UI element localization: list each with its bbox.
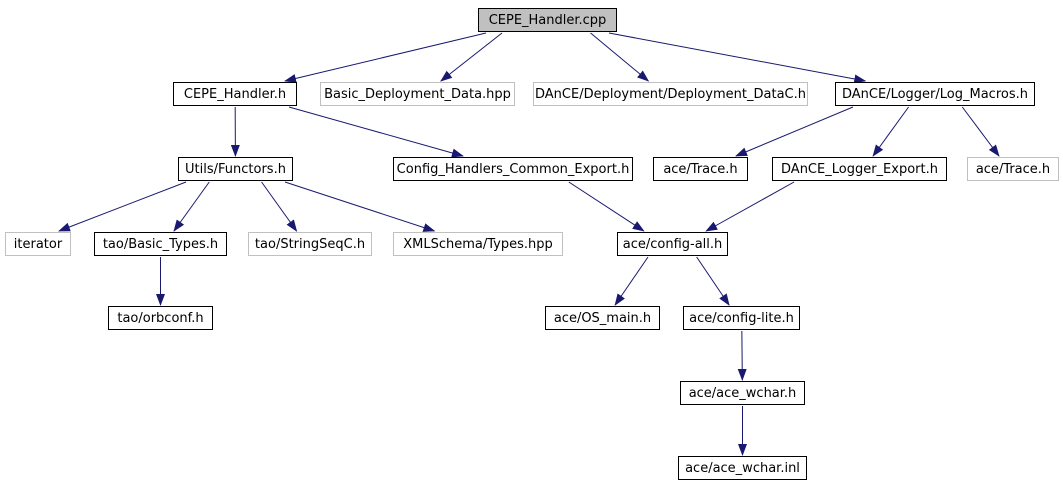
edge-cepe_handler_h-to-config_handlers_export xyxy=(288,106,464,158)
graph-node-iterator: iterator xyxy=(5,232,71,256)
graph-node-ace_trace_right: ace/Trace.h xyxy=(967,157,1059,181)
graph-node-ace_trace_left[interactable]: ace/Trace.h xyxy=(653,157,748,181)
graph-node-tao_stringseqc: tao/StringSeqC.h xyxy=(248,232,372,256)
edge-cepe_handler_cpp-to-log_macros xyxy=(608,32,867,84)
edge-dance_logger_export-to-ace_config_all xyxy=(705,181,795,232)
edge-config_handlers_export-to-ace_config_all xyxy=(568,181,645,232)
edge-utils_functors-to-iterator xyxy=(58,181,187,232)
graph-node-basic_deployment_data: Basic_Deployment_Data.hpp xyxy=(320,82,515,106)
graph-node-dance_logger_export[interactable]: DAnCE_Logger_Export.h xyxy=(772,157,947,181)
edge-log_macros-to-ace_trace_right xyxy=(961,106,1000,157)
graph-node-ace_wchar_h[interactable]: ace/ace_wchar.h xyxy=(680,381,805,405)
graph-node-tao_orbconf[interactable]: tao/orbconf.h xyxy=(108,306,213,330)
graph-node-config_handlers_export[interactable]: Config_Handlers_Common_Export.h xyxy=(393,157,633,181)
edge-utils_functors-to-tao_stringseqc xyxy=(261,181,298,232)
edge-log_macros-to-ace_trace_left xyxy=(735,106,854,157)
edge-utils_functors-to-xmlschema_types xyxy=(284,181,436,232)
graph-node-ace_os_main[interactable]: ace/OS_main.h xyxy=(545,306,660,330)
edge-cepe_handler_cpp-to-cepe_handler_h xyxy=(284,32,487,83)
graph-node-utils_functors[interactable]: Utils/Functors.h xyxy=(178,157,293,181)
graph-node-cepe_handler_h[interactable]: CEPE_Handler.h xyxy=(173,82,297,106)
edge-cepe_handler_cpp-to-deployment_datac xyxy=(590,32,650,82)
graph-node-xmlschema_types: XMLSchema/Types.hpp xyxy=(393,232,563,256)
edge-utils_functors-to-tao_basic_types xyxy=(173,181,210,232)
graph-node-deployment_datac: DAnCE/Deployment/Deployment_DataC.h xyxy=(533,82,808,106)
graph-node-ace_wchar_inl[interactable]: ace/ace_wchar.inl xyxy=(678,456,807,480)
edge-ace_config_all-to-ace_config_lite xyxy=(696,256,730,306)
graph-node-ace_config_all[interactable]: ace/config-all.h xyxy=(617,232,728,256)
graph-node-log_macros[interactable]: DAnCE/Logger/Log_Macros.h xyxy=(835,82,1035,106)
graph-node-cepe_handler_cpp[interactable]: CEPE_Handler.cpp xyxy=(478,8,617,32)
graph-node-tao_basic_types[interactable]: tao/Basic_Types.h xyxy=(94,232,227,256)
edge-cepe_handler_cpp-to-basic_deployment_data xyxy=(440,32,503,82)
edge-ace_config_all-to-ace_os_main xyxy=(614,256,649,306)
edge-log_macros-to-dance_logger_export xyxy=(872,106,909,157)
graph-node-ace_config_lite[interactable]: ace/config-lite.h xyxy=(683,306,800,330)
